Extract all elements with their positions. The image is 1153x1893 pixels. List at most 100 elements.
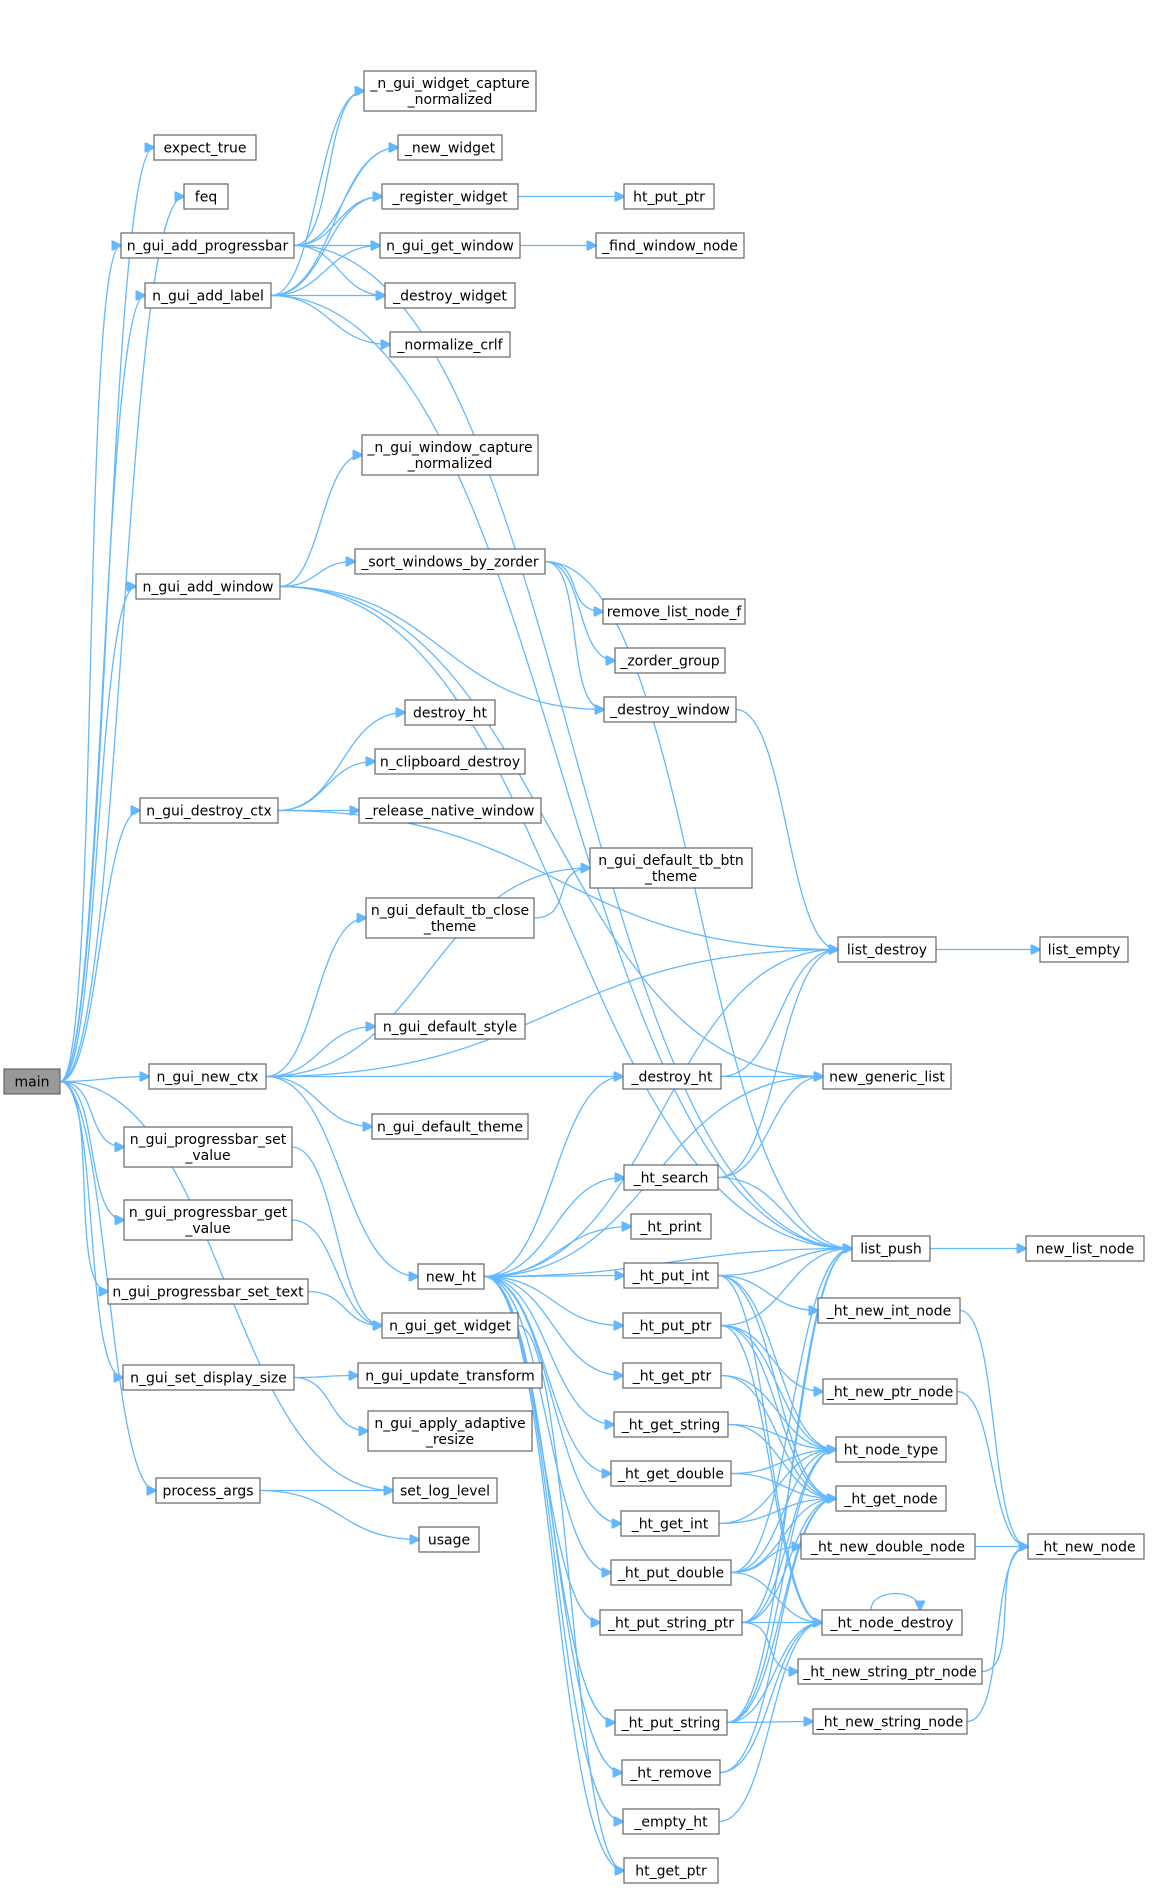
node-box[interactable] (371, 1113, 529, 1140)
node-find-window-node[interactable]: _find_window_node (595, 232, 745, 259)
node-ht-new-int-node[interactable]: _ht_new_int_node (817, 1297, 961, 1324)
node-n-gui-add-progressbar[interactable]: n_gui_add_progressbar (120, 232, 295, 259)
node-box[interactable] (589, 847, 753, 889)
node-sort-windows-by-zorder[interactable]: _sort_windows_by_zorder (354, 548, 546, 575)
node-box[interactable] (622, 1063, 722, 1090)
node-n-gui-progressbar-set-value[interactable]: n_gui_progressbar_set_value (123, 1126, 293, 1168)
node-ht-put-string[interactable]: _ht_put_string (614, 1709, 728, 1736)
node-ht-put-int[interactable]: _ht_put_int (623, 1262, 719, 1289)
node-box[interactable] (417, 1263, 485, 1290)
node-box[interactable] (384, 282, 516, 309)
node-box[interactable] (1039, 936, 1129, 963)
node-normalize-crlf[interactable]: _normalize_crlf (389, 331, 511, 358)
node-ht-get-node[interactable]: _ht_get_node (835, 1485, 947, 1512)
node-box[interactable] (623, 1164, 719, 1191)
node-register-widget[interactable]: _register_widget (381, 183, 519, 210)
node-box[interactable] (835, 1485, 947, 1512)
node-box[interactable] (822, 1378, 958, 1405)
node-box[interactable] (183, 183, 229, 210)
node-box[interactable] (630, 1213, 712, 1240)
node-box[interactable] (107, 1278, 309, 1305)
node-feq[interactable]: feq (183, 183, 229, 210)
node-box[interactable] (603, 696, 737, 723)
node-ht-new-double-node[interactable]: _ht_new_double_node (800, 1533, 976, 1560)
node-empty-ht[interactable]: _empty_ht (622, 1808, 720, 1835)
node-ht-new-string-ptr-node[interactable]: _ht_new_string_ptr_node (797, 1658, 983, 1685)
node-ht-node-type[interactable]: ht_node_type (835, 1436, 947, 1463)
node-box[interactable] (610, 1559, 732, 1586)
node-box[interactable] (797, 1658, 983, 1685)
node-box[interactable] (418, 1526, 480, 1553)
node-box[interactable] (358, 797, 542, 824)
node-box[interactable] (365, 897, 535, 939)
node-set-log-level[interactable]: set_log_level (392, 1477, 498, 1504)
node-box[interactable] (3, 1068, 61, 1095)
node-ht-new-node[interactable]: _ht_new_node (1027, 1533, 1145, 1560)
node-ht-put-double[interactable]: _ht_put_double (610, 1559, 732, 1586)
node-ht-get-ptr[interactable]: ht_get_ptr (623, 1857, 719, 1884)
node-n-gui-window-capture-normalized[interactable]: _n_gui_window_capture_normalized (361, 434, 539, 476)
node-n-gui-destroy-ctx[interactable]: n_gui_destroy_ctx (139, 797, 279, 824)
node-ht-put-ptr[interactable]: _ht_put_ptr (622, 1312, 722, 1339)
node-ht-get-double[interactable]: _ht_get_double (610, 1460, 732, 1487)
node-box[interactable] (613, 1411, 729, 1438)
node-box[interactable] (123, 1126, 293, 1168)
node-ht-get-int[interactable]: _ht_get_int (620, 1510, 720, 1537)
node-box[interactable] (821, 1609, 963, 1636)
node-box[interactable] (363, 70, 537, 112)
node-box[interactable] (381, 183, 519, 210)
node-box[interactable] (817, 1297, 961, 1324)
node-box[interactable] (139, 797, 279, 824)
node-box[interactable] (122, 1364, 295, 1391)
node-n-gui-add-window[interactable]: n_gui_add_window (135, 573, 281, 600)
node-remove-list-node-f[interactable]: remove_list_node_f (602, 598, 746, 625)
node-ht-put-string-ptr[interactable]: _ht_put_string_ptr (599, 1609, 743, 1636)
node-zorder-group[interactable]: _zorder_group (614, 647, 726, 674)
node-box[interactable] (800, 1533, 976, 1560)
node-box[interactable] (622, 1312, 722, 1339)
node-ht-search[interactable]: _ht_search (623, 1164, 719, 1191)
node-n-gui-default-tb-btn-theme[interactable]: n_gui_default_tb_btn_theme (589, 847, 753, 889)
node-ht-print[interactable]: _ht_print (630, 1213, 712, 1240)
node-n-gui-update-transform[interactable]: n_gui_update_transform (357, 1362, 543, 1389)
node-box[interactable] (835, 1436, 947, 1463)
node-usage[interactable]: usage (418, 1526, 480, 1553)
node-n-gui-default-tb-close-theme[interactable]: n_gui_default_tb_close_theme (365, 897, 535, 939)
node-box[interactable] (623, 183, 715, 210)
node-expect-true[interactable]: expect_true (153, 134, 257, 161)
node-box[interactable] (822, 1063, 952, 1090)
node-new-generic-list[interactable]: new_generic_list (822, 1063, 952, 1090)
node-n-gui-get-window[interactable]: n_gui_get_window (379, 232, 521, 259)
node-n-clipboard-destroy[interactable]: n_clipboard_destroy (374, 748, 526, 775)
node-n-gui-new-ctx[interactable]: n_gui_new_ctx (148, 1063, 267, 1090)
node-box[interactable] (389, 331, 511, 358)
node-box[interactable] (851, 1235, 931, 1262)
node-box[interactable] (1027, 1533, 1145, 1560)
node-box[interactable] (155, 1477, 261, 1504)
node-ht-node-destroy[interactable]: _ht_node_destroy (821, 1609, 963, 1636)
node-box[interactable] (135, 573, 281, 600)
node-ht-remove[interactable]: _ht_remove (621, 1759, 721, 1786)
node-ht-new-string-node[interactable]: _ht_new_string_node (812, 1708, 968, 1735)
node-new-ht[interactable]: new_ht (417, 1263, 485, 1290)
node-n-gui-default-style[interactable]: n_gui_default_style (374, 1013, 526, 1040)
node-n-gui-get-widget[interactable]: n_gui_get_widget (381, 1312, 519, 1339)
node-box[interactable] (374, 748, 526, 775)
node-box[interactable] (622, 1808, 720, 1835)
node-box[interactable] (404, 699, 496, 726)
node-n-gui-progressbar-get-value[interactable]: n_gui_progressbar_get_value (123, 1199, 293, 1241)
node-process-args[interactable]: process_args (155, 1477, 261, 1504)
node-destroy-window[interactable]: _destroy_window (603, 696, 737, 723)
node-n-gui-default-theme[interactable]: n_gui_default_theme (371, 1113, 529, 1140)
node-ht-put-ptr[interactable]: ht_put_ptr (623, 183, 715, 210)
node-box[interactable] (622, 1362, 722, 1389)
node-box[interactable] (837, 936, 937, 963)
node-box[interactable] (148, 1063, 267, 1090)
node-box[interactable] (620, 1510, 720, 1537)
node-box[interactable] (812, 1708, 968, 1735)
node-box[interactable] (614, 1709, 728, 1736)
node-box[interactable] (354, 548, 546, 575)
node-box[interactable] (610, 1460, 732, 1487)
node-box[interactable] (123, 1199, 293, 1241)
node-box[interactable] (144, 282, 272, 309)
